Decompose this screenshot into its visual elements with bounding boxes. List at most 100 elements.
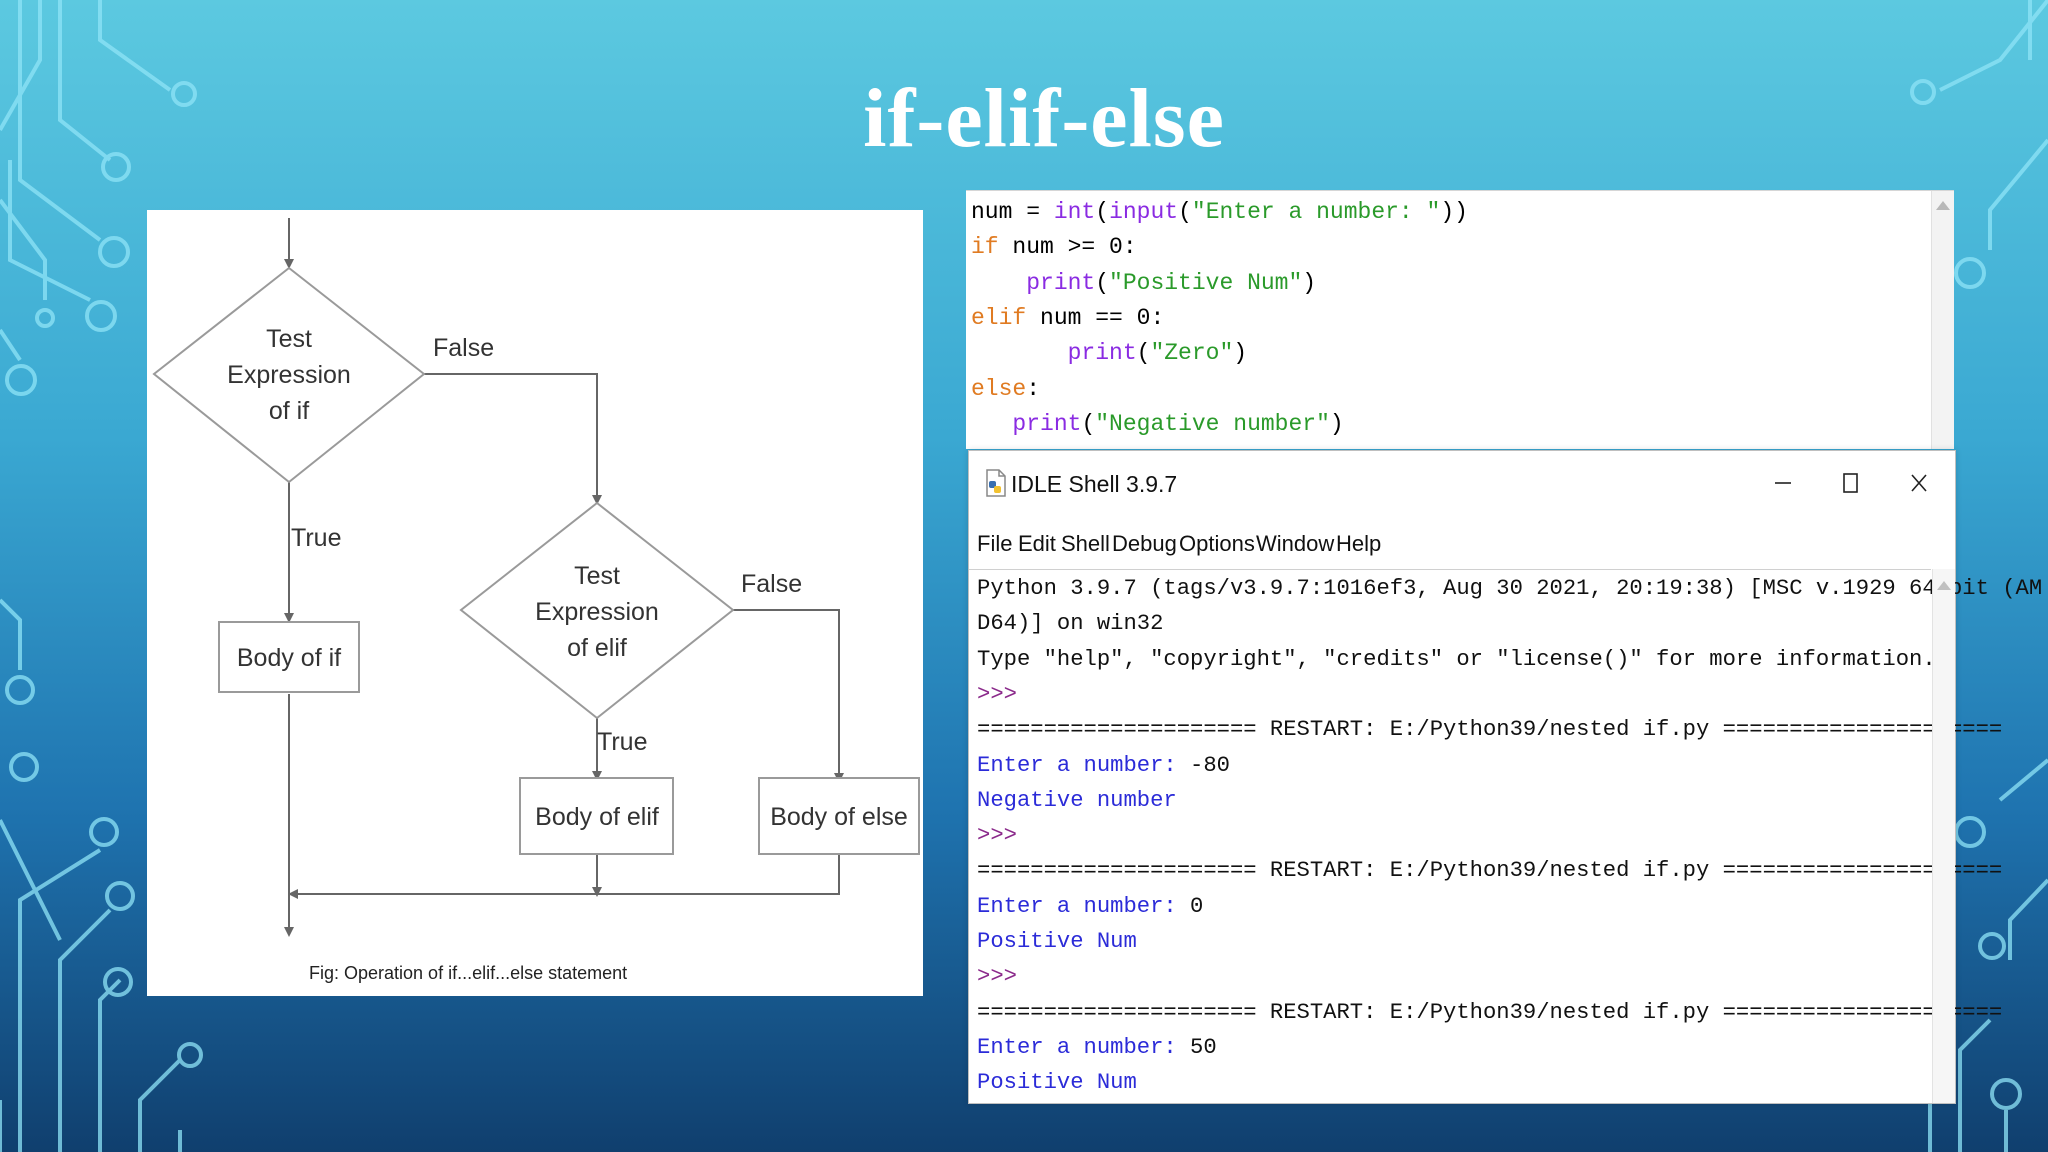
code-token: ( — [1081, 410, 1096, 437]
decision-if-line1: Test — [266, 325, 312, 353]
console-line: ===================== RESTART: E:/Python… — [977, 1000, 2002, 1025]
decision-if-line3: of if — [269, 397, 309, 425]
console-line: Enter a number: 0 — [977, 894, 1203, 919]
box-body-else-label: Body of else — [770, 803, 908, 831]
label-false-if: False — [433, 334, 494, 362]
code-token: "Enter a number: " — [1191, 199, 1441, 225]
code-line: print("Positive Num") — [971, 270, 1316, 296]
console-text: Enter a number: — [977, 1034, 1191, 1060]
code-token: if — [971, 234, 999, 261]
minimize-icon — [1775, 482, 1791, 484]
menu-file[interactable]: File — [977, 531, 1013, 556]
code-token: input — [1109, 199, 1179, 225]
console-text: D64)] on win32 — [977, 611, 1164, 637]
user-input-value: 0 — [1190, 893, 1204, 919]
code-token — [971, 340, 1068, 366]
decision-if-diamond — [152, 266, 426, 484]
scroll-up-icon[interactable] — [1936, 201, 1950, 210]
label-true-if: True — [291, 524, 341, 552]
console-line: D64)] on win32 — [977, 611, 1163, 636]
code-line: if num >= 0: — [971, 234, 1137, 260]
menu-edit[interactable]: Edit — [1018, 531, 1056, 556]
maximize-icon — [1843, 473, 1858, 493]
code-token: ) — [1233, 340, 1248, 367]
code-token — [971, 270, 1026, 296]
user-input-value: -80 — [1190, 752, 1230, 778]
console-text: ===================== RESTART: E:/Python… — [977, 858, 2003, 884]
console-line: Negative number — [977, 788, 1177, 813]
console-text: >>> — [977, 681, 1017, 707]
shell-console[interactable]: Python 3.9.7 (tags/v3.9.7:1016ef3, Aug 3… — [969, 569, 2042, 1104]
else-exit-arrow — [288, 854, 840, 899]
code-token: ) — [1302, 269, 1317, 296]
window-title: IDLE Shell 3.9.7 — [1011, 471, 1178, 497]
code-token: ( — [1095, 199, 1110, 225]
menu-bar: File Edit Shell Debug Options Window Hel… — [969, 531, 1955, 565]
label-false-elif: False — [741, 570, 802, 598]
code-token: elif — [971, 304, 1027, 331]
code-token: ( — [1136, 340, 1151, 367]
code-editor[interactable]: num = int(input("Enter a number: ")) if n… — [966, 190, 1954, 449]
code-token: num = — [971, 199, 1054, 225]
code-token: "Negative number" — [1095, 410, 1330, 437]
menu-shell[interactable]: Shell — [1061, 531, 1110, 556]
code-token: "Positive Num" — [1109, 269, 1303, 296]
menu-window[interactable]: Window — [1256, 531, 1335, 556]
console-text: Type "help", "copyright", "credits" or "… — [977, 646, 1936, 672]
console-line: Positive Num — [977, 929, 1137, 954]
maximize-button[interactable] — [1823, 463, 1879, 503]
menu-debug[interactable]: Debug — [1112, 531, 1177, 556]
slide-title: if-elif-else — [863, 72, 1225, 165]
box-body-elif — [519, 777, 674, 855]
code-token: )) — [1440, 199, 1468, 225]
user-input-value: 50 — [1190, 1034, 1217, 1060]
window-titlebar[interactable]: IDLE Shell 3.9.7 — [969, 451, 1955, 513]
code-token: "Zero" — [1150, 340, 1234, 367]
close-icon — [1911, 474, 1927, 492]
elif-false-arrow — [733, 609, 844, 783]
console-text: ===================== RESTART: E:/Python… — [977, 999, 2003, 1025]
code-token: ( — [1095, 269, 1110, 296]
box-body-if-label: Body of if — [237, 644, 341, 672]
console-text: Positive Num — [977, 1070, 1137, 1096]
code-token: print — [1067, 340, 1137, 367]
code-line: else: — [971, 376, 1040, 402]
decision-elif-line2: Expression — [535, 598, 659, 626]
flowchart-diagram: Test Expression of if False True Test Ex… — [152, 218, 920, 983]
code-line: num = int(input("Enter a number: ")) — [971, 199, 1468, 225]
idle-shell-window: IDLE Shell 3.9.7 File Edit Shell Debug O… — [968, 450, 2042, 1104]
console-text: Enter a number: — [977, 752, 1191, 778]
code-line: elif num == 0: — [971, 305, 1164, 331]
editor-scrollbar[interactable] — [1931, 191, 1954, 449]
console-line: Positive Num — [977, 1070, 1137, 1095]
console-text: ===================== RESTART: E:/Python… — [977, 717, 2003, 743]
console-line: ===================== RESTART: E:/Python… — [977, 858, 2002, 883]
code-token: ( — [1178, 199, 1192, 225]
minimize-button[interactable] — [1755, 463, 1811, 503]
code-token: ) — [1329, 410, 1344, 437]
code-token: num >= 0: — [998, 234, 1137, 261]
code-token — [971, 411, 1012, 437]
console-line: >>> — [977, 964, 1017, 989]
flowchart-panel: Test Expression of if False True Test Ex… — [147, 210, 923, 996]
code-token: print — [1026, 269, 1096, 296]
console-line: ===================== RESTART: E:/Python… — [977, 717, 2002, 742]
console-line: >>> — [977, 682, 1017, 707]
decision-elif-line3: of elif — [567, 634, 627, 662]
menu-options[interactable]: Options — [1179, 531, 1255, 556]
code-line: print("Zero") — [971, 340, 1247, 366]
close-button[interactable] — [1891, 463, 1947, 503]
menu-help[interactable]: Help — [1336, 531, 1382, 556]
console-line: Enter a number: -80 — [977, 753, 1230, 778]
decision-elif-line1: Test — [574, 562, 620, 590]
flowchart-caption: Fig: Operation of if...elif...else state… — [309, 963, 627, 983]
console-text: Python 3.9.7 (tags/v3.9.7:1016ef3, Aug 3… — [977, 576, 2043, 601]
box-body-if — [218, 621, 360, 693]
scroll-up-icon[interactable] — [1937, 581, 1951, 590]
console-line: Type "help", "copyright", "credits" or "… — [977, 647, 1936, 672]
console-text: Negative number — [977, 787, 1177, 813]
decision-elif-diamond — [459, 501, 735, 720]
shell-scrollbar[interactable] — [1932, 569, 1955, 1103]
console-text: Positive Num — [977, 929, 1137, 954]
